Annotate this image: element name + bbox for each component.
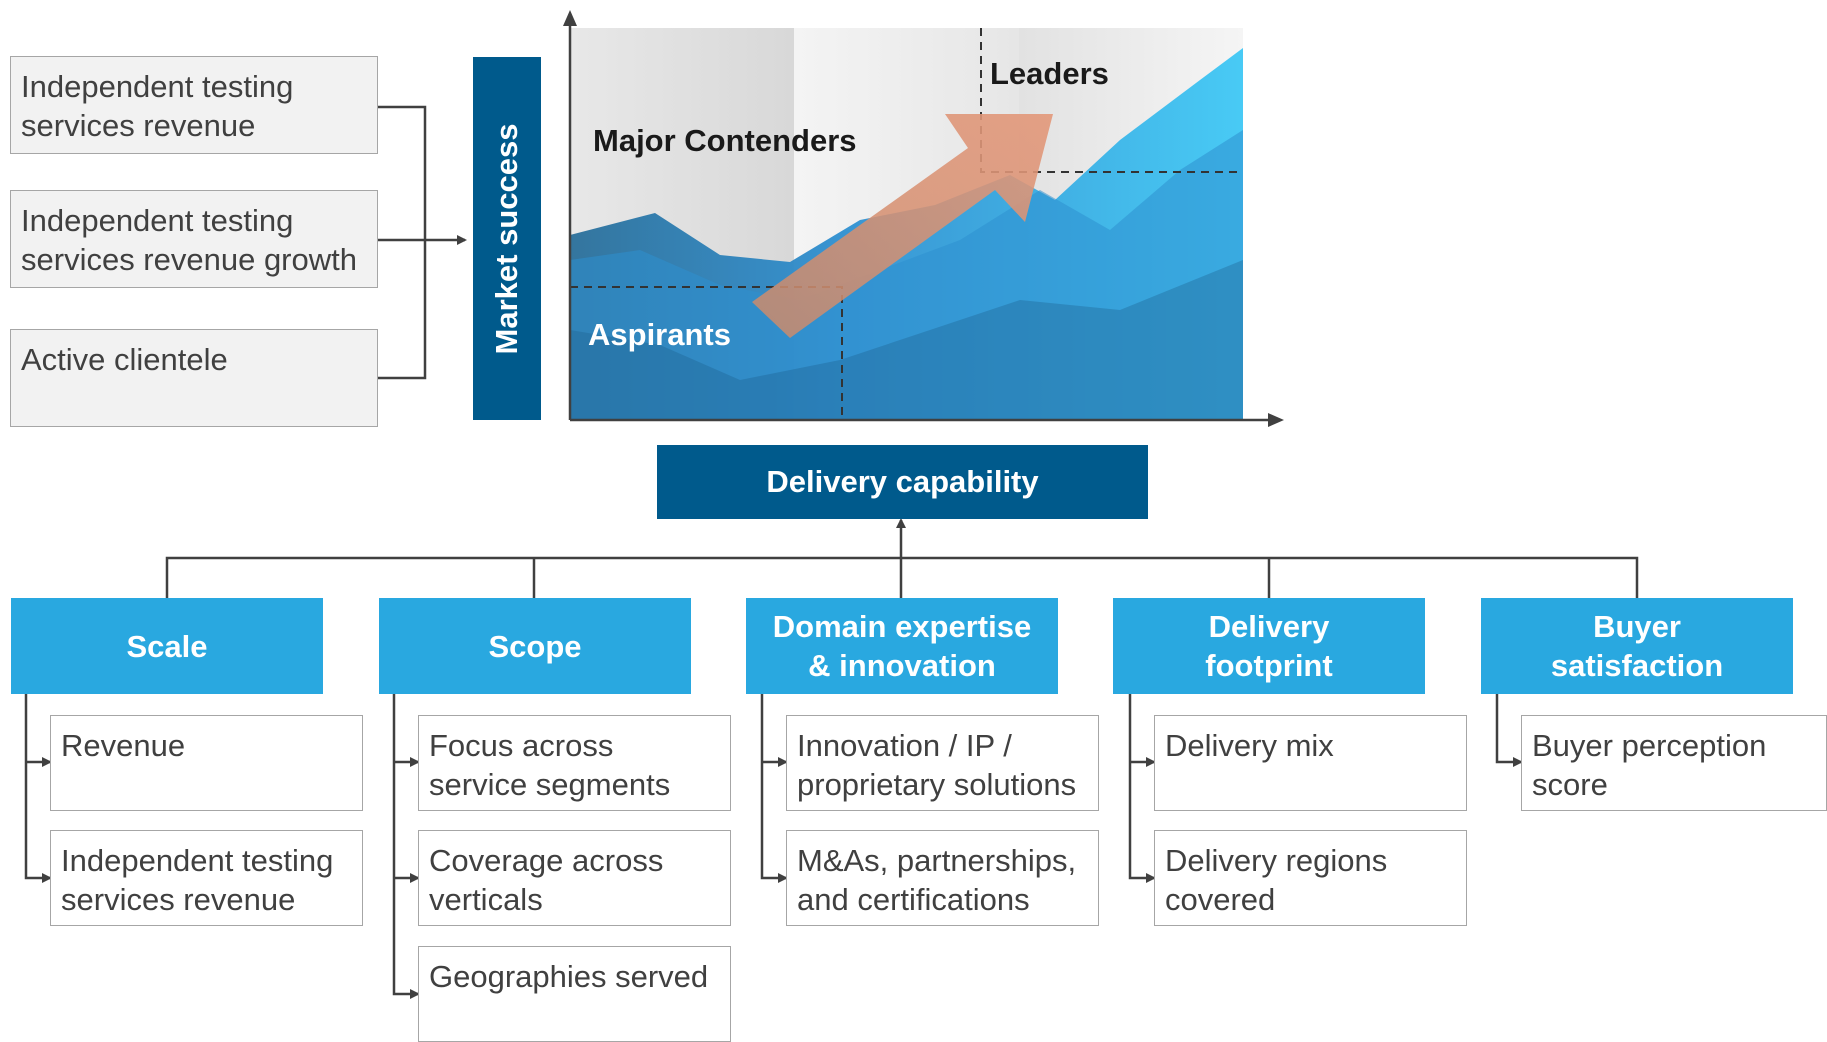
market-input-revenue: Independent testing services revenue — [10, 56, 378, 154]
item-geographies-served: Geographies served — [418, 946, 731, 1042]
delivery-capability-label: Delivery capability — [766, 464, 1039, 499]
market-input-active-clientele: Active clientele — [10, 329, 378, 427]
mountain-shadow — [570, 260, 1243, 420]
y-axis-arrowhead — [563, 10, 577, 26]
market-success-label: Market success — [489, 123, 524, 354]
category-scale: Scale — [11, 598, 323, 694]
peak-matrix: Aspirants Major Contenders Leaders — [563, 10, 1284, 427]
market-success-bar: Market success — [473, 57, 541, 420]
item-focus-service-segments: Focus across service segments — [418, 715, 731, 811]
label-aspirants: Aspirants — [588, 317, 731, 352]
category-buyer-satisfaction: Buyer satisfaction — [1481, 598, 1793, 694]
label-major-contenders: Major Contenders — [593, 123, 857, 158]
label-leaders: Leaders — [990, 56, 1109, 91]
item-delivery-regions: Delivery regions covered — [1154, 830, 1467, 926]
category-delivery-footprint: Delivery footprint — [1113, 598, 1425, 694]
mountain-front — [570, 130, 1243, 420]
item-revenue: Revenue — [50, 715, 363, 811]
item-independent-testing-revenue: Independent testing services revenue — [50, 830, 363, 926]
x-axis-arrowhead — [1268, 413, 1284, 427]
category-domain-expertise: Domain expertise & innovation — [746, 598, 1058, 694]
item-mas-partnerships: M&As, partnerships, and certifications — [786, 830, 1099, 926]
item-delivery-mix: Delivery mix — [1154, 715, 1467, 811]
market-input-revenue-growth: Independent testing services revenue gro… — [10, 190, 378, 288]
item-coverage-verticals: Coverage across verticals — [418, 830, 731, 926]
delivery-capability-box: Delivery capability — [657, 445, 1148, 519]
category-scope: Scope — [379, 598, 691, 694]
item-innovation-ip: Innovation / IP / proprietary solutions — [786, 715, 1099, 811]
trend-arrow — [752, 114, 1053, 338]
item-buyer-perception: Buyer perception score — [1521, 715, 1827, 811]
